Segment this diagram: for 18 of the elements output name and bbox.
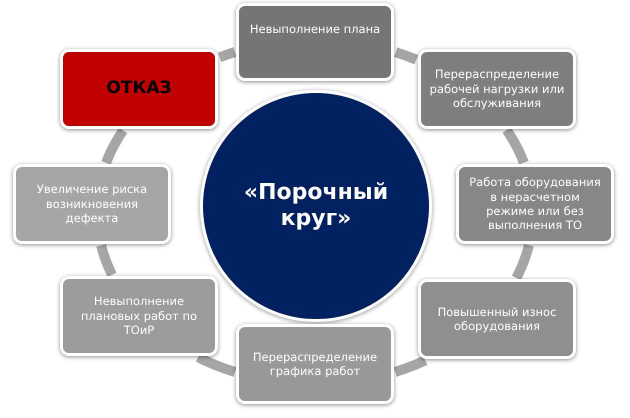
box-text: Работа оборудования в нерасчетном режиме или без выполнения ТО (468, 175, 602, 233)
box-text: ОТКАЗ (106, 78, 172, 100)
box-text: Перераспределение графика работ (252, 350, 378, 378)
box-text: Повышенный износ оборудования (436, 304, 558, 334)
box-text: «Порочный круг» (242, 180, 390, 232)
process-box (456, 164, 614, 244)
process-box (60, 276, 218, 356)
process-box (418, 279, 576, 359)
process-box (60, 49, 218, 129)
process-box (418, 49, 576, 129)
process-box (236, 3, 394, 81)
process-box (236, 324, 394, 404)
box-text: Невыполнение плана (250, 22, 380, 36)
box-text: Перераспределение рабочей нагрузки или обслуживания (428, 67, 566, 111)
process-box (13, 164, 171, 244)
box-text: Увеличение риска возникновения дефекта (36, 182, 148, 226)
ring-connector (392, 47, 420, 64)
box-text: Невыполнение плановых работ по ТОиР (80, 294, 198, 338)
